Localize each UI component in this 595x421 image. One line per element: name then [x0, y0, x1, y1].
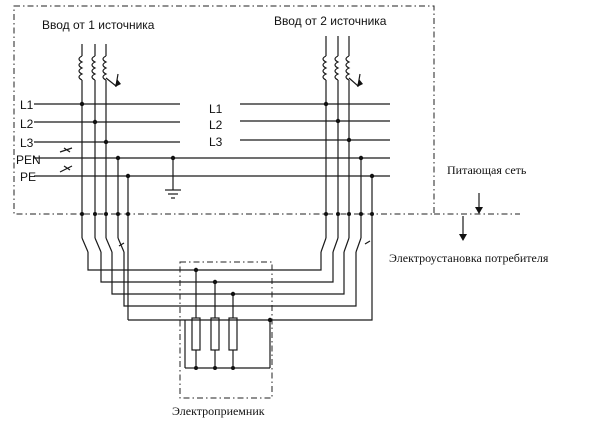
- supply-network-arrow: [475, 193, 483, 214]
- source-1-label: Ввод от 1 источника: [42, 18, 155, 32]
- l3-left-label: L3: [20, 136, 34, 150]
- supply-network-boundary: [13, 5, 520, 215]
- l1-right-label: L1: [209, 102, 223, 116]
- junction-dots: [79, 101, 375, 370]
- receiver-boundary: [179, 261, 273, 399]
- receiver-label: Электроприемник: [172, 404, 265, 418]
- ground-symbol: [165, 158, 181, 199]
- consumer-installation-arrow: [459, 216, 467, 241]
- pe-left-label: PE: [20, 170, 36, 184]
- receiver-resistors: [184, 270, 271, 369]
- l3-right-label: L3: [209, 135, 223, 149]
- supply-network-label: Питающая сеть: [447, 163, 527, 177]
- source-2-label: Ввод от 2 источника: [274, 14, 387, 28]
- l2-right-label: L2: [209, 118, 223, 132]
- left-busbars: [34, 103, 390, 177]
- left-feeders: [81, 104, 315, 320]
- pen-left-label: PEN: [16, 153, 41, 167]
- right-busbars: [240, 103, 390, 141]
- transformer-2: [322, 36, 363, 140]
- l1-left-label: L1: [20, 98, 34, 112]
- right-feeders: [128, 104, 373, 321]
- consumer-installation-label: Электроустановка потребителя: [389, 251, 549, 265]
- transformer-1: [78, 44, 121, 143]
- l2-left-label: L2: [20, 117, 34, 131]
